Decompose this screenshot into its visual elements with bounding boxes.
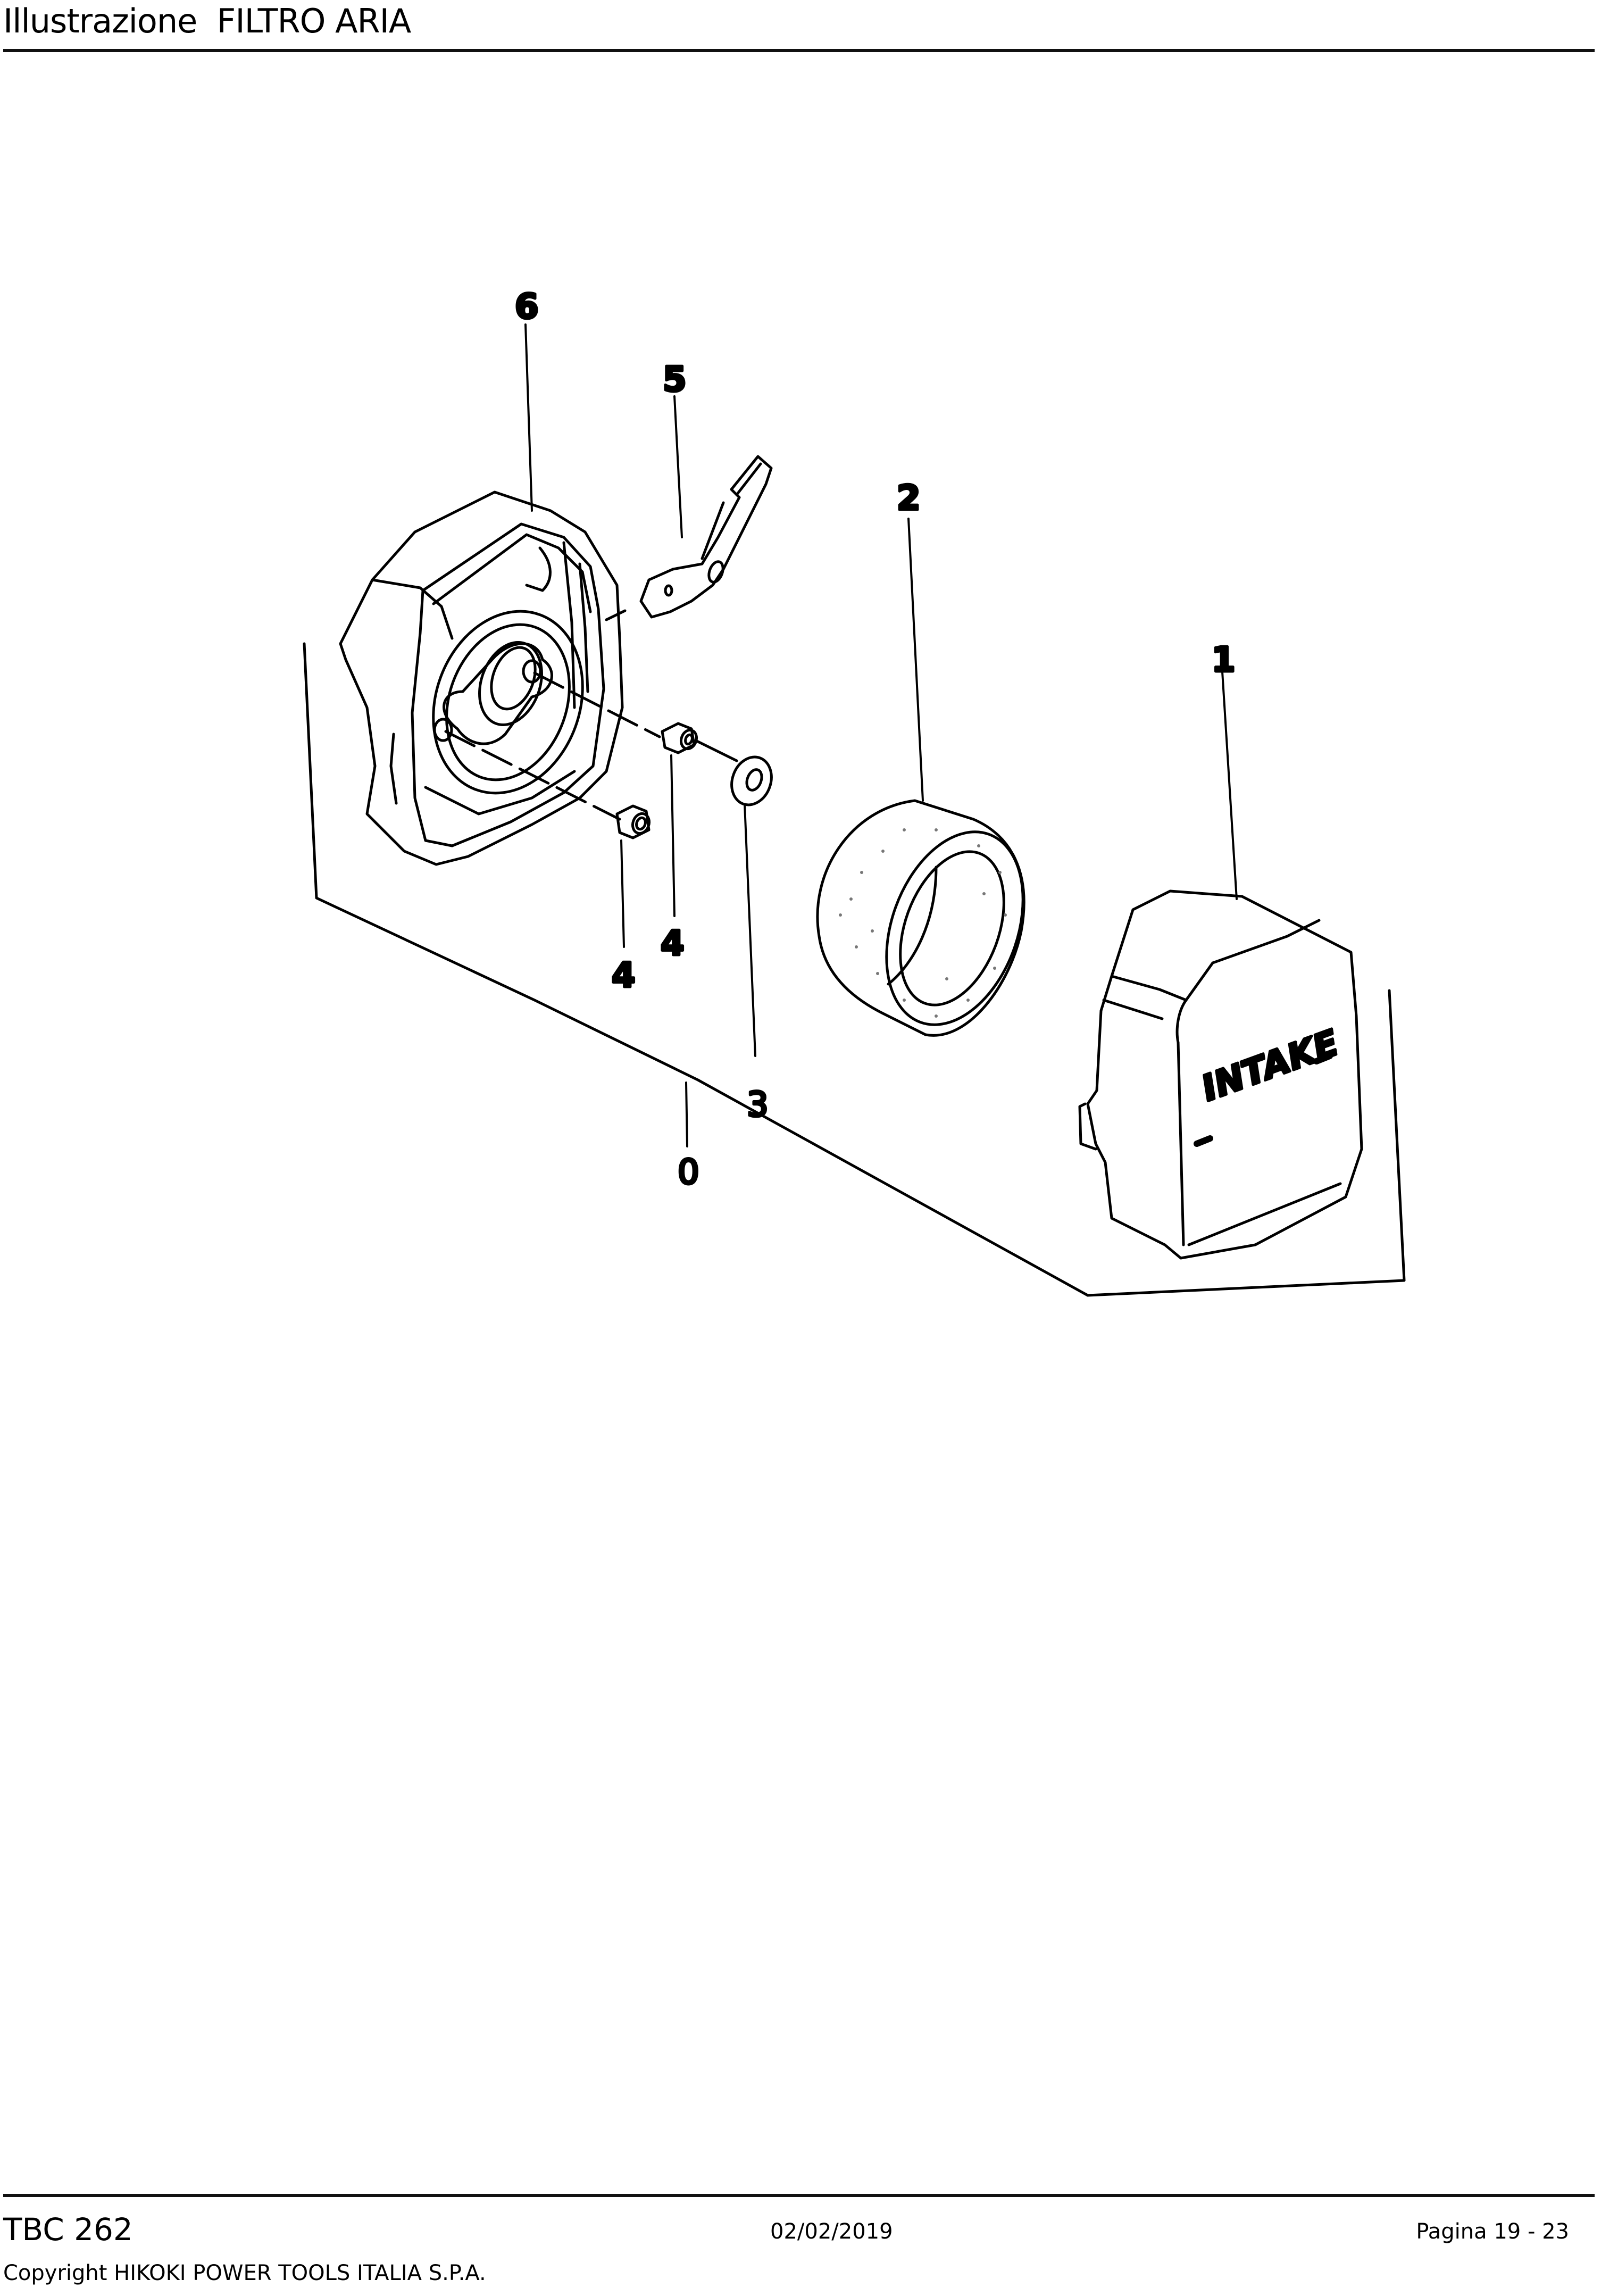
leader-4-lower <box>620 839 625 948</box>
copyright-notice: Copyright HIKOKI POWER TOOLS ITALIA S.P.… <box>3 2261 486 2285</box>
foam-texture <box>839 828 1007 1018</box>
spacer-upper-drawing <box>661 722 698 754</box>
filter-housing-drawing <box>339 490 661 866</box>
choke-lever-drawing <box>639 455 773 619</box>
callout-2: 2 <box>897 479 921 518</box>
footer-divider <box>3 2194 1595 2197</box>
callouts: 6 5 2 1 4 4 3 0 <box>514 286 1237 1194</box>
leader-4-upper <box>670 754 676 917</box>
document-date: 02/02/2019 <box>770 2219 893 2244</box>
page-number: Pagina 19 - 23 <box>1416 2219 1569 2244</box>
leader-6 <box>524 323 533 512</box>
leader-1 <box>1220 645 1238 900</box>
cover-intake-label: INTAKE <box>1196 1022 1344 1109</box>
page-title: Illustrazione FILTRO ARIA <box>3 2 411 40</box>
callout-0: 0 <box>678 1153 699 1192</box>
washer-drawing <box>730 755 773 806</box>
leader-5 <box>673 395 683 538</box>
leader-2 <box>907 518 924 802</box>
callout-1: 1 <box>1212 640 1236 680</box>
filter-cover-drawing: INTAKE <box>1078 889 1363 1260</box>
callout-4-upper: 4 <box>661 924 685 963</box>
model-name: TBC 262 <box>3 2211 133 2248</box>
leader-3 <box>744 803 756 1057</box>
spacer-lower-drawing <box>615 804 651 839</box>
callout-3: 3 <box>747 1085 769 1125</box>
header-divider <box>3 49 1595 52</box>
callout-5: 5 <box>663 360 687 400</box>
alignment-line <box>694 739 738 762</box>
assembly-bracket-line <box>303 642 1406 1297</box>
leader-lines <box>524 323 1238 1147</box>
callout-4-lower: 4 <box>612 956 636 995</box>
leader-0 <box>685 1082 688 1147</box>
callout-6: 6 <box>515 287 539 327</box>
foam-filter-drawing <box>816 799 1025 1037</box>
